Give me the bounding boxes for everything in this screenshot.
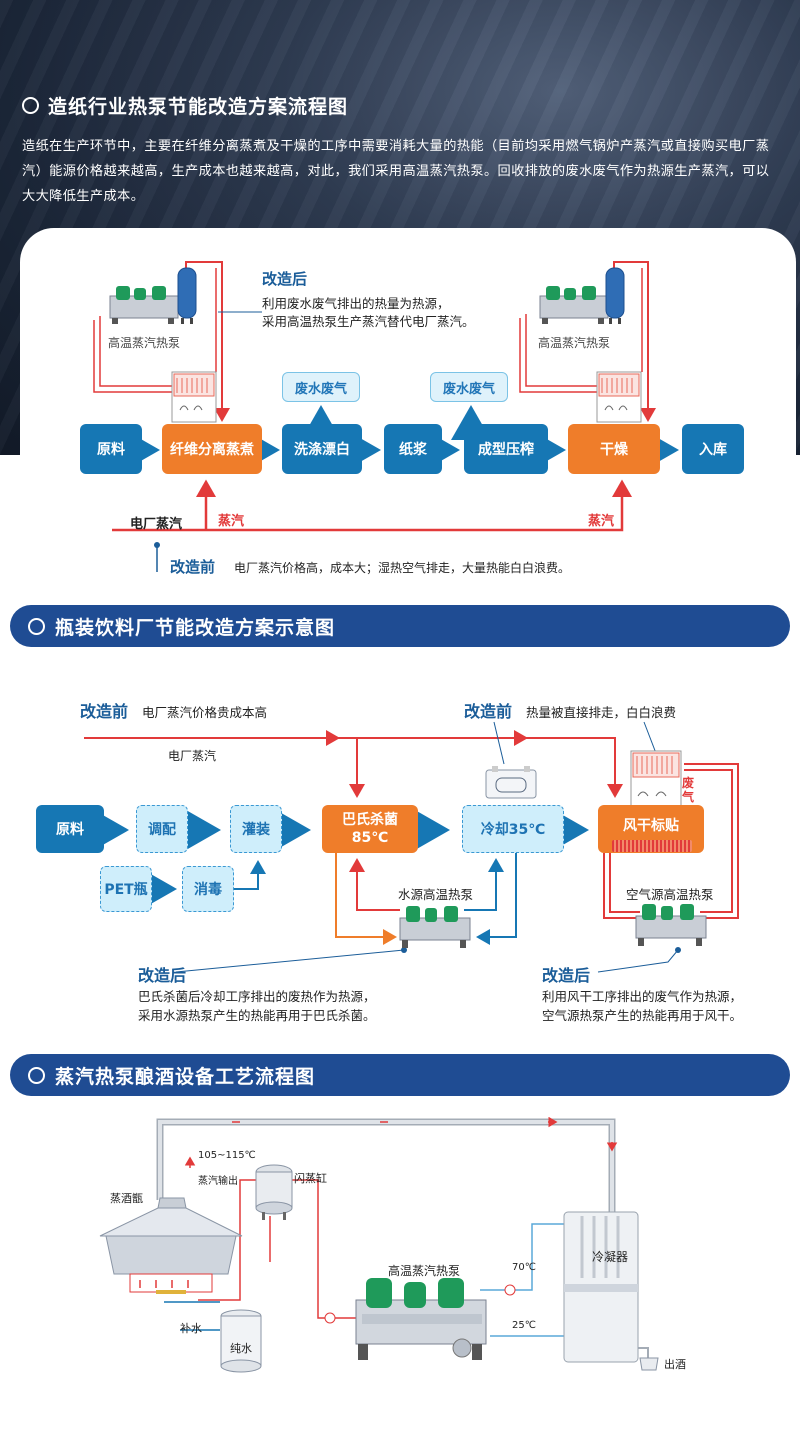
- makeup-water-label: 补水: [180, 1322, 202, 1335]
- s2-before1-text: 电厂蒸汽价格贵成本高: [142, 705, 268, 720]
- temp-70: 70℃: [512, 1262, 536, 1273]
- heat-pump-machine-icon: [355, 1278, 487, 1360]
- s2-before2-title: 改造前: [464, 702, 513, 721]
- s2-after1-title: 改造后: [138, 966, 187, 985]
- s2-cooling: 冷却35℃: [462, 805, 564, 853]
- cooling-unit-icon: [485, 766, 537, 799]
- circle-icon: [28, 1066, 45, 1084]
- steam-output-label: 蒸汽输出: [198, 1176, 238, 1187]
- s2-filling: 灌装: [230, 805, 282, 853]
- waste-gas-label: 废气: [682, 776, 695, 804]
- flow-fiber-cooking: 纤维分离蒸煮: [162, 424, 262, 474]
- s2-before1-title: 改造前: [80, 702, 129, 721]
- heat-pump-machine-icon: [399, 906, 471, 948]
- steam-label-2: 蒸汽: [588, 514, 615, 529]
- heat-pump-machine-icon: [635, 904, 707, 946]
- before-text: 电厂蒸汽价格高，成本大；湿热空气排走，大量热能白白浪费。: [234, 561, 571, 575]
- steam-tank-icon: [605, 267, 625, 324]
- water-pump-label: 水源高温热泵: [398, 887, 474, 902]
- distillation-still-icon: [99, 1197, 243, 1294]
- s2-pasteurization: 巴氏杀菌 85℃: [322, 805, 418, 853]
- s2-after2-title: 改造后: [542, 966, 591, 985]
- pump-label-right: 高温蒸汽热泵: [538, 336, 611, 350]
- temp-range: 105~115℃: [198, 1150, 256, 1161]
- liquor-out-label: 出酒: [664, 1358, 686, 1371]
- s2-raw: 原料: [36, 805, 104, 853]
- flow-pressing: 成型压榨: [464, 424, 548, 474]
- plant-steam-label: 电厂蒸汽: [130, 517, 183, 532]
- section3-title-bar: 蒸汽热泵酿酒设备工艺流程图: [10, 1054, 790, 1096]
- air-pump-label: 空气源高温热泵: [626, 887, 714, 902]
- s2-before2-text: 热量被直接排走，白白浪费: [526, 705, 677, 720]
- steam-tank-icon: [177, 267, 197, 324]
- pure-water-tank-icon: [220, 1309, 262, 1373]
- s3-pump-label: 高温蒸汽热泵: [388, 1264, 461, 1278]
- section1-flow-lines: [93, 261, 679, 572]
- pump-label-left: 高温蒸汽热泵: [108, 336, 181, 350]
- after-line1: 利用废水废气排出的热量为热源，: [262, 296, 450, 311]
- steam-label-1: 蒸汽: [218, 514, 245, 529]
- s2-after1-line1: 巴氏杀菌后冷却工序排出的废热作为热源，: [138, 989, 376, 1004]
- flow-pulp: 纸浆: [384, 424, 442, 474]
- s2-after2-line2: 空气源热泵产生的热能再用于风干。: [542, 1008, 743, 1023]
- section2-title-bar: 瓶装饮料厂节能改造方案示意图: [10, 605, 790, 647]
- air-exchanger-icon: [630, 750, 682, 808]
- circle-icon: [28, 617, 45, 635]
- waste-box-2: 废水废气: [430, 372, 508, 402]
- temp-25: 25℃: [512, 1320, 536, 1331]
- after-title: 改造后: [262, 270, 308, 288]
- heat-pump-machine-icon: [539, 286, 609, 324]
- s2-after1-line2: 采用水源热泵产生的热能再用于巴氏杀菌。: [138, 1008, 376, 1023]
- s2-pet-bottle: PET瓶: [100, 866, 152, 912]
- flow-raw: 原料: [80, 424, 142, 474]
- liquor-cup-icon: [639, 1357, 659, 1371]
- section1-title: 造纸行业热泵节能改造方案流程图: [22, 92, 348, 119]
- flow-storage: 入库: [682, 424, 744, 474]
- s2-mixing: 调配: [136, 805, 188, 853]
- condenser-icon: [563, 1211, 639, 1363]
- s2-after2-line1: 利用风干工序排出的废气作为热源，: [542, 989, 743, 1004]
- flow-washing: 洗涤漂白: [282, 424, 362, 474]
- waste-box-1: 废水废气: [282, 372, 360, 402]
- flash-tank-icon: [255, 1164, 293, 1220]
- condenser-label: 冷凝器: [592, 1250, 629, 1264]
- flash-tank-label: 闪蒸缸: [294, 1172, 327, 1185]
- flow-drying: 干燥: [568, 424, 660, 474]
- heater-strip: [612, 840, 692, 852]
- after-line2: 采用高温热泵生产蒸汽替代电厂蒸汽。: [262, 314, 475, 329]
- circle-icon: [22, 97, 39, 114]
- pure-water-label: 纯水: [230, 1342, 252, 1355]
- before-title: 改造前: [170, 558, 216, 576]
- section1-description: 造纸在生产环节中，主要在纤维分离蒸煮及干燥的工序中需要消耗大量的热能（目前均采用…: [22, 139, 770, 204]
- still-label: 蒸酒甑: [110, 1192, 143, 1205]
- s2-disinfect: 消毒: [182, 866, 234, 912]
- s2-plant-steam: 电厂蒸汽: [168, 749, 217, 763]
- section2-flow-lines: [84, 721, 739, 973]
